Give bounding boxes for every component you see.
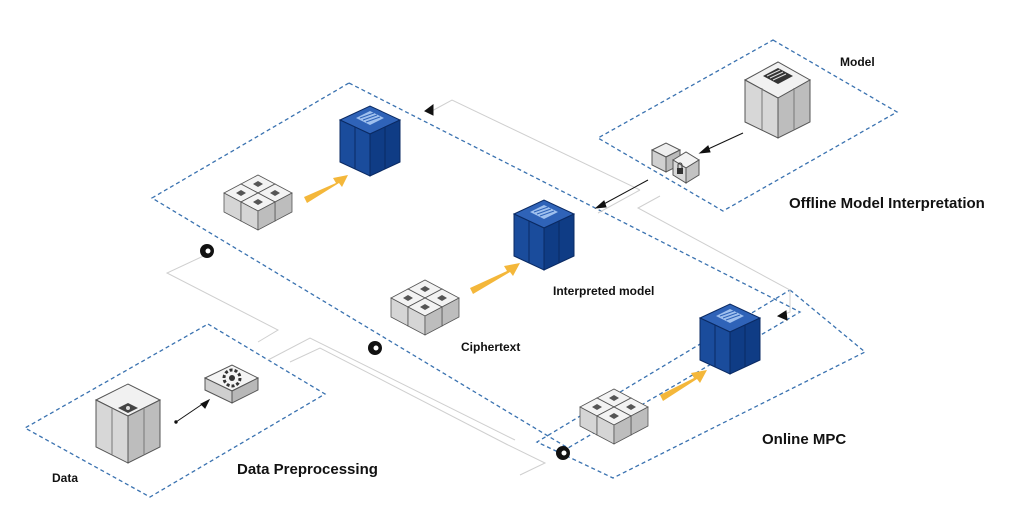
encryption-lock-icon: [650, 142, 700, 184]
storage-cluster-icon: [391, 280, 459, 335]
link-node-icon: [556, 446, 570, 460]
encrypted-model-icon: [699, 303, 761, 375]
online-region-title: Online MPC: [762, 431, 846, 448]
link-node-icon: [200, 244, 214, 258]
encrypted-model-icon: [339, 105, 401, 177]
offline-region-title: Offline Model Interpretation: [789, 195, 985, 212]
model-label: Model: [840, 55, 875, 69]
orange-arrow: [304, 175, 348, 203]
offline-region-border: [596, 39, 899, 212]
encrypted-model-icon: [513, 199, 575, 271]
orange-arrow: [660, 370, 707, 401]
main-region-border: [150, 82, 802, 449]
flow-arrows: [174, 104, 788, 424]
interpreted-model-label: Interpreted model: [553, 284, 654, 298]
online-region-border: [535, 289, 867, 479]
server-rack-icon: [743, 61, 812, 139]
gear-processor-icon: [203, 364, 260, 404]
data-label: Data: [52, 471, 78, 485]
storage-cluster-icon: [580, 389, 648, 444]
data-server-icon: [94, 383, 162, 464]
link-node-icon: [368, 341, 382, 355]
storage-cluster-icon: [224, 175, 292, 230]
orange-arrow: [470, 263, 520, 294]
preprocessing-region-title: Data Preprocessing: [237, 461, 378, 478]
data-region-border: [23, 323, 327, 498]
ciphertext-label: Ciphertext: [461, 340, 520, 354]
